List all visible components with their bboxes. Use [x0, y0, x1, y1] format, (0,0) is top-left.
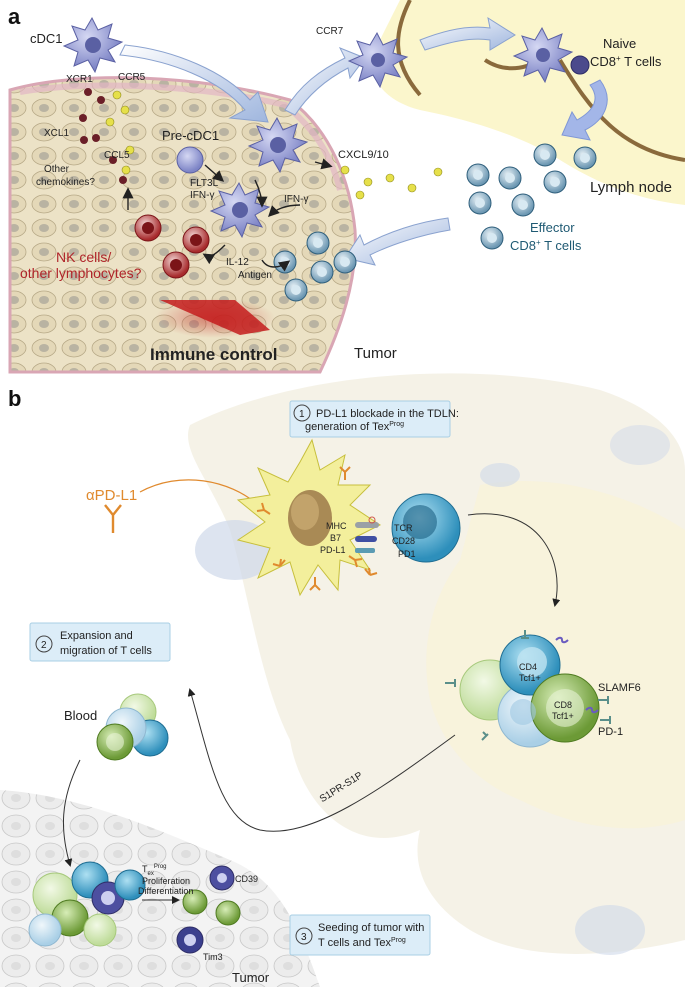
step1-box: 1 PD-L1 blockade in the TDLN: generation… [289, 400, 459, 438]
cdc1-cell [62, 16, 124, 74]
label-differentiation: Differentiation [138, 886, 193, 896]
panel-a-letter: a [8, 4, 21, 29]
label-il12: IL-12 [226, 257, 249, 268]
label-tcr: TCR [394, 523, 413, 533]
label-ccr7: CCR7 [316, 26, 344, 37]
label-cd8: CD8 [554, 700, 572, 710]
label-immune-control: Immune control [150, 345, 278, 364]
label-cxcl: CXCL9/10 [338, 149, 389, 161]
label-proliferation: Proliferation [142, 876, 190, 886]
label-cd4: CD4 [519, 662, 537, 672]
label-tumor-a: Tumor [354, 345, 397, 362]
label-effector: Effector [530, 220, 575, 235]
ccr7-dc [347, 31, 409, 89]
antibody-icon [104, 504, 122, 533]
label-xcr1: XCR1 [66, 74, 93, 85]
step1-number: 1 [299, 409, 305, 420]
label-lymph-node: Lymph node [590, 179, 672, 196]
label-xcl1: XCL1 [44, 128, 69, 139]
panel-b: b 1 PD-L1 blockade in the TDLN: generati… [0, 373, 685, 987]
tumor-region-b [0, 790, 320, 987]
naive-tcell [570, 55, 590, 75]
arrow-effector-to-tumor [344, 217, 451, 266]
ln-dc [512, 26, 574, 84]
nk-cells [134, 214, 210, 279]
small-arrows-a [122, 158, 333, 272]
label-tex: TexProg [142, 864, 167, 877]
panel-b-letter: b [8, 386, 21, 411]
chemokines-yellow [105, 90, 443, 200]
label-pdl1: PD-L1 [320, 545, 346, 555]
arrow-tumor-to-ccr7 [284, 47, 366, 116]
ln-tcell-cluster [459, 634, 600, 748]
slamf6-squiggle [555, 636, 599, 714]
step1-line2: generation of TexProg [305, 421, 404, 433]
arrow-ccr7-to-naive [419, 16, 516, 51]
label-pre-cdc1: Pre-cDC1 [162, 128, 219, 143]
label-ccl5: CCL5 [104, 150, 130, 161]
maturing-dc [209, 181, 271, 239]
label-cd39: CD39 [235, 874, 258, 884]
label-nk-cells-2: other lymphocytes? [20, 265, 142, 281]
label-ifng-left: IFN-γ [190, 190, 214, 201]
yellow-dc [236, 438, 381, 597]
label-naive-cd8: CD8+ T cells [590, 54, 662, 69]
label-pd1: PD-1 [598, 726, 623, 738]
label-cd8-tcf: Tcf1+ [552, 711, 574, 721]
label-cd28: CD28 [392, 536, 415, 546]
label-tim3: Tim3 [203, 952, 223, 962]
step3-number: 3 [301, 932, 307, 943]
step2-line2: migration of T cells [60, 645, 152, 657]
label-tumor-b: Tumor [232, 970, 270, 985]
tumor-dc [247, 116, 309, 174]
lymph-node-region [372, 0, 685, 205]
label-flt3l: FLT3L [190, 178, 219, 189]
step2-number: 2 [41, 640, 47, 651]
step2-line1: Expansion and [60, 630, 133, 642]
label-pd1-top: PD1 [398, 549, 416, 559]
pre-cdc1-cell [176, 146, 204, 174]
synapse-receptors [355, 516, 379, 553]
label-cd4-tcf: Tcf1+ [519, 673, 541, 683]
antibody-arrow [139, 479, 260, 507]
cluster-receptors [445, 630, 611, 741]
label-effector-cd8: CD8+ T cells [510, 238, 582, 253]
label-nk-cells-1: NK cells/ [56, 249, 111, 265]
blood-to-tumor-arrow [63, 759, 81, 867]
label-antigen: Antigen [238, 270, 272, 281]
step3-box: 3 Seeding of tumor with T cells and TexP… [289, 914, 431, 956]
panel-a: a [8, 0, 685, 374]
s1pr-arrow [187, 688, 456, 832]
label-b7: B7 [330, 533, 341, 543]
antibodies-on-dc [256, 466, 378, 591]
effector-tcell-nuclei [280, 150, 590, 295]
label-other-chemokines-1: Other [44, 164, 70, 175]
label-mhc: MHC [326, 521, 347, 531]
arrow-synapse-to-cluster [467, 513, 561, 607]
label-ccr5: CCR5 [118, 72, 146, 83]
blood-tcell-cluster [96, 693, 169, 761]
label-blood: Blood [64, 708, 97, 723]
label-naive: Naive [603, 36, 636, 51]
effector-tcells [273, 143, 597, 302]
label-ifng-right: IFN-γ [284, 194, 308, 205]
differentiated-cells [176, 865, 241, 954]
label-cdc1: cDC1 [30, 31, 63, 46]
step3-line2: T cells and TexProg [318, 937, 406, 949]
arrow-naive-to-effector [561, 79, 608, 141]
label-slamf6: SLAMF6 [598, 682, 641, 694]
tumor-tcell-cluster [28, 861, 146, 947]
chemokines-dark [79, 88, 127, 184]
label-apd-l1: αPD-L1 [86, 487, 137, 504]
step3-line1: Seeding of tumor with [318, 922, 424, 934]
step2-box: 2 Expansion and migration of T cells [29, 622, 171, 662]
label-other-chemokines-2: chemokines? [36, 177, 95, 188]
step1-line1: PD-L1 blockade in the TDLN: [316, 408, 459, 420]
arrow-cdc1-to-tumor [119, 44, 269, 123]
